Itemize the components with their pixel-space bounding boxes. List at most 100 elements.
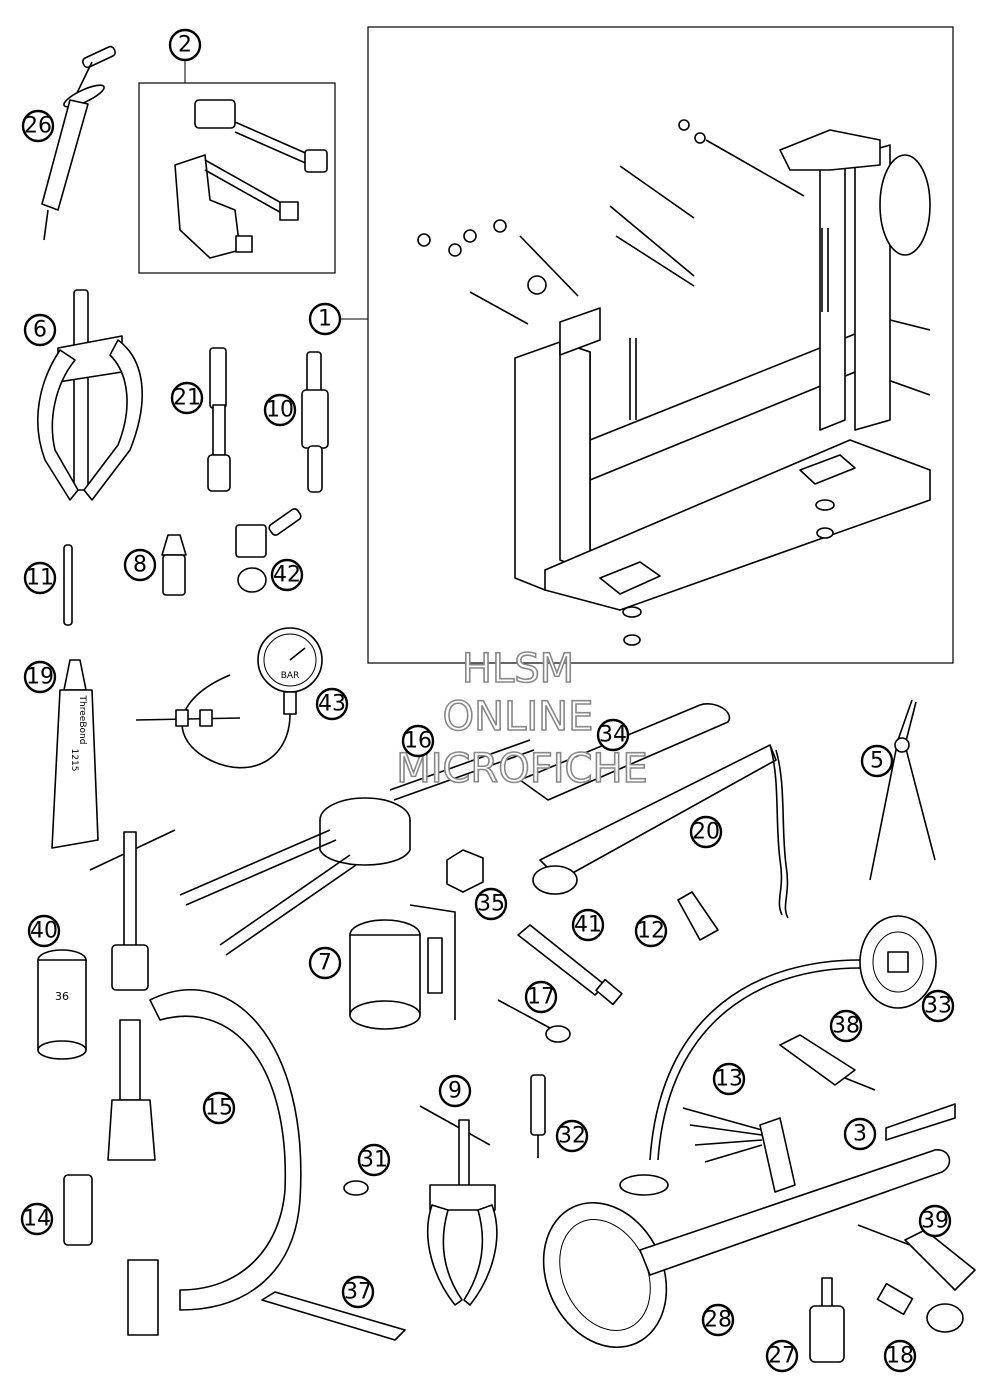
watermark-line-3: MICROFICHE: [396, 746, 648, 792]
watermark-line-2: ONLINE: [443, 694, 594, 740]
watermark: HLSM ONLINE MICROFICHE: [395, 645, 648, 793]
callout-14: 14: [20, 1202, 54, 1236]
part-2-illustration: [174, 99, 328, 259]
part-2-frame-box: [138, 82, 336, 274]
engine-stand-frame-box: [367, 26, 954, 664]
callout-32: 32: [555, 1119, 589, 1153]
callout-8-label: 8: [133, 553, 147, 578]
watermark-line-1: HLSM: [462, 646, 574, 692]
callout-2-label: 2: [178, 33, 192, 58]
callout-6: 6: [23, 313, 57, 347]
nut-35-illustration: [446, 849, 484, 893]
adapter-14-illustration: [63, 1174, 93, 1246]
callout-18-label: 18: [886, 1344, 914, 1369]
callout-27: 27: [765, 1339, 799, 1373]
callout-42-label: 42: [273, 563, 301, 588]
valve-spring-compressor-illustration: [89, 829, 302, 1336]
ring-compressor-illustration: [349, 904, 456, 1030]
callout-31-label: 31: [360, 1148, 388, 1173]
syringe-illustration: [41, 45, 117, 241]
valve-tool-17-illustration: [497, 999, 571, 1043]
callout-37: 37: [341, 1275, 375, 1309]
callout-39: 39: [918, 1204, 952, 1238]
callout-41: 41: [571, 908, 605, 942]
callout-32-label: 32: [558, 1124, 586, 1149]
tool-38-illustration: [779, 1034, 876, 1091]
callout-19-label: 19: [26, 665, 54, 690]
callout-33: 33: [921, 989, 955, 1023]
callout-37-label: 37: [344, 1280, 372, 1305]
bottle-27-illustration: [809, 1277, 845, 1363]
callout-20-label: 20: [692, 820, 720, 845]
callout-27-label: 27: [768, 1344, 796, 1369]
tool-18-illustration: [876, 1282, 964, 1333]
callout-17: 17: [524, 980, 558, 1014]
callout-31: 31: [357, 1143, 391, 1177]
callout-28: 28: [701, 1303, 735, 1337]
tool-21-illustration: [207, 347, 231, 492]
callout-7-label: 7: [318, 951, 332, 976]
callout-39-label: 39: [921, 1209, 949, 1234]
drift-41-illustration: [517, 924, 623, 1006]
pressure-gauge-illustration: BAR: [135, 627, 323, 769]
engine-stand-illustration: [417, 119, 931, 646]
callout-15-label: 15: [205, 1096, 233, 1121]
puller-6-illustration: [37, 289, 143, 501]
clutch-holder-illustration: [542, 1149, 951, 1349]
sleeve-12-illustration: [677, 891, 719, 941]
plate-37-illustration: [261, 1291, 406, 1341]
callout-1: 1: [308, 302, 342, 336]
callout-34-label: 34: [599, 723, 627, 748]
callout-2: 2: [168, 28, 202, 62]
callout-17-label: 17: [527, 985, 555, 1010]
callout-43-label: 43: [318, 692, 346, 717]
callout-38: 38: [829, 1009, 863, 1043]
callout-10: 10: [263, 393, 297, 427]
callout-38-label: 38: [832, 1014, 860, 1039]
callout-16-label: 16: [404, 729, 432, 754]
callout-20: 20: [689, 815, 723, 849]
callout-26-label: 26: [24, 114, 52, 139]
callout-10-label: 10: [266, 398, 294, 423]
callout-11: 11: [23, 561, 57, 595]
callout-41-label: 41: [574, 913, 602, 938]
callout-40-label: 40: [30, 919, 58, 944]
tool-16-illustration: [179, 739, 535, 956]
socket-40-illustration: 36: [37, 949, 87, 1060]
callout-5-label: 5: [870, 749, 884, 774]
callout-9-label: 9: [448, 1079, 462, 1104]
callout-14-label: 14: [23, 1207, 51, 1232]
callout-8: 8: [123, 548, 157, 582]
callout-13: 13: [712, 1062, 746, 1096]
tube-brand-text: ThreeBond: [77, 695, 87, 745]
pin-11-illustration: [63, 544, 73, 626]
callout-28-label: 28: [704, 1308, 732, 1333]
callout-21: 21: [170, 381, 204, 415]
chain-wrench-illustration: [519, 703, 789, 919]
tool-39-illustration: [857, 1224, 976, 1291]
callout-11-label: 11: [26, 566, 54, 591]
callout-7: 7: [308, 946, 342, 980]
callout-13-label: 13: [715, 1067, 743, 1092]
callout-40: 40: [27, 914, 61, 948]
callout-35: 35: [474, 887, 508, 921]
callout-21-label: 21: [173, 386, 201, 411]
callout-34: 34: [596, 718, 630, 752]
callout-3: 3: [843, 1117, 877, 1151]
socket-size-text: 36: [55, 990, 69, 1003]
puller-9-illustration: [419, 1105, 498, 1306]
degree-wheel-illustration: [619, 915, 937, 1196]
gauge-unit-text: BAR: [281, 671, 300, 681]
tube-8-illustration: [161, 534, 187, 596]
callout-12-label: 12: [637, 919, 665, 944]
pliers-illustration: [869, 699, 936, 881]
callout-6-label: 6: [33, 318, 47, 343]
feeler-gauge-illustration: [682, 1107, 796, 1193]
callout-33-label: 33: [924, 994, 952, 1019]
callout-12: 12: [634, 914, 668, 948]
shim-3-illustration: [885, 1103, 956, 1141]
callout-5: 5: [860, 744, 894, 778]
callout-16: 16: [401, 724, 435, 758]
callout-18: 18: [883, 1339, 917, 1373]
